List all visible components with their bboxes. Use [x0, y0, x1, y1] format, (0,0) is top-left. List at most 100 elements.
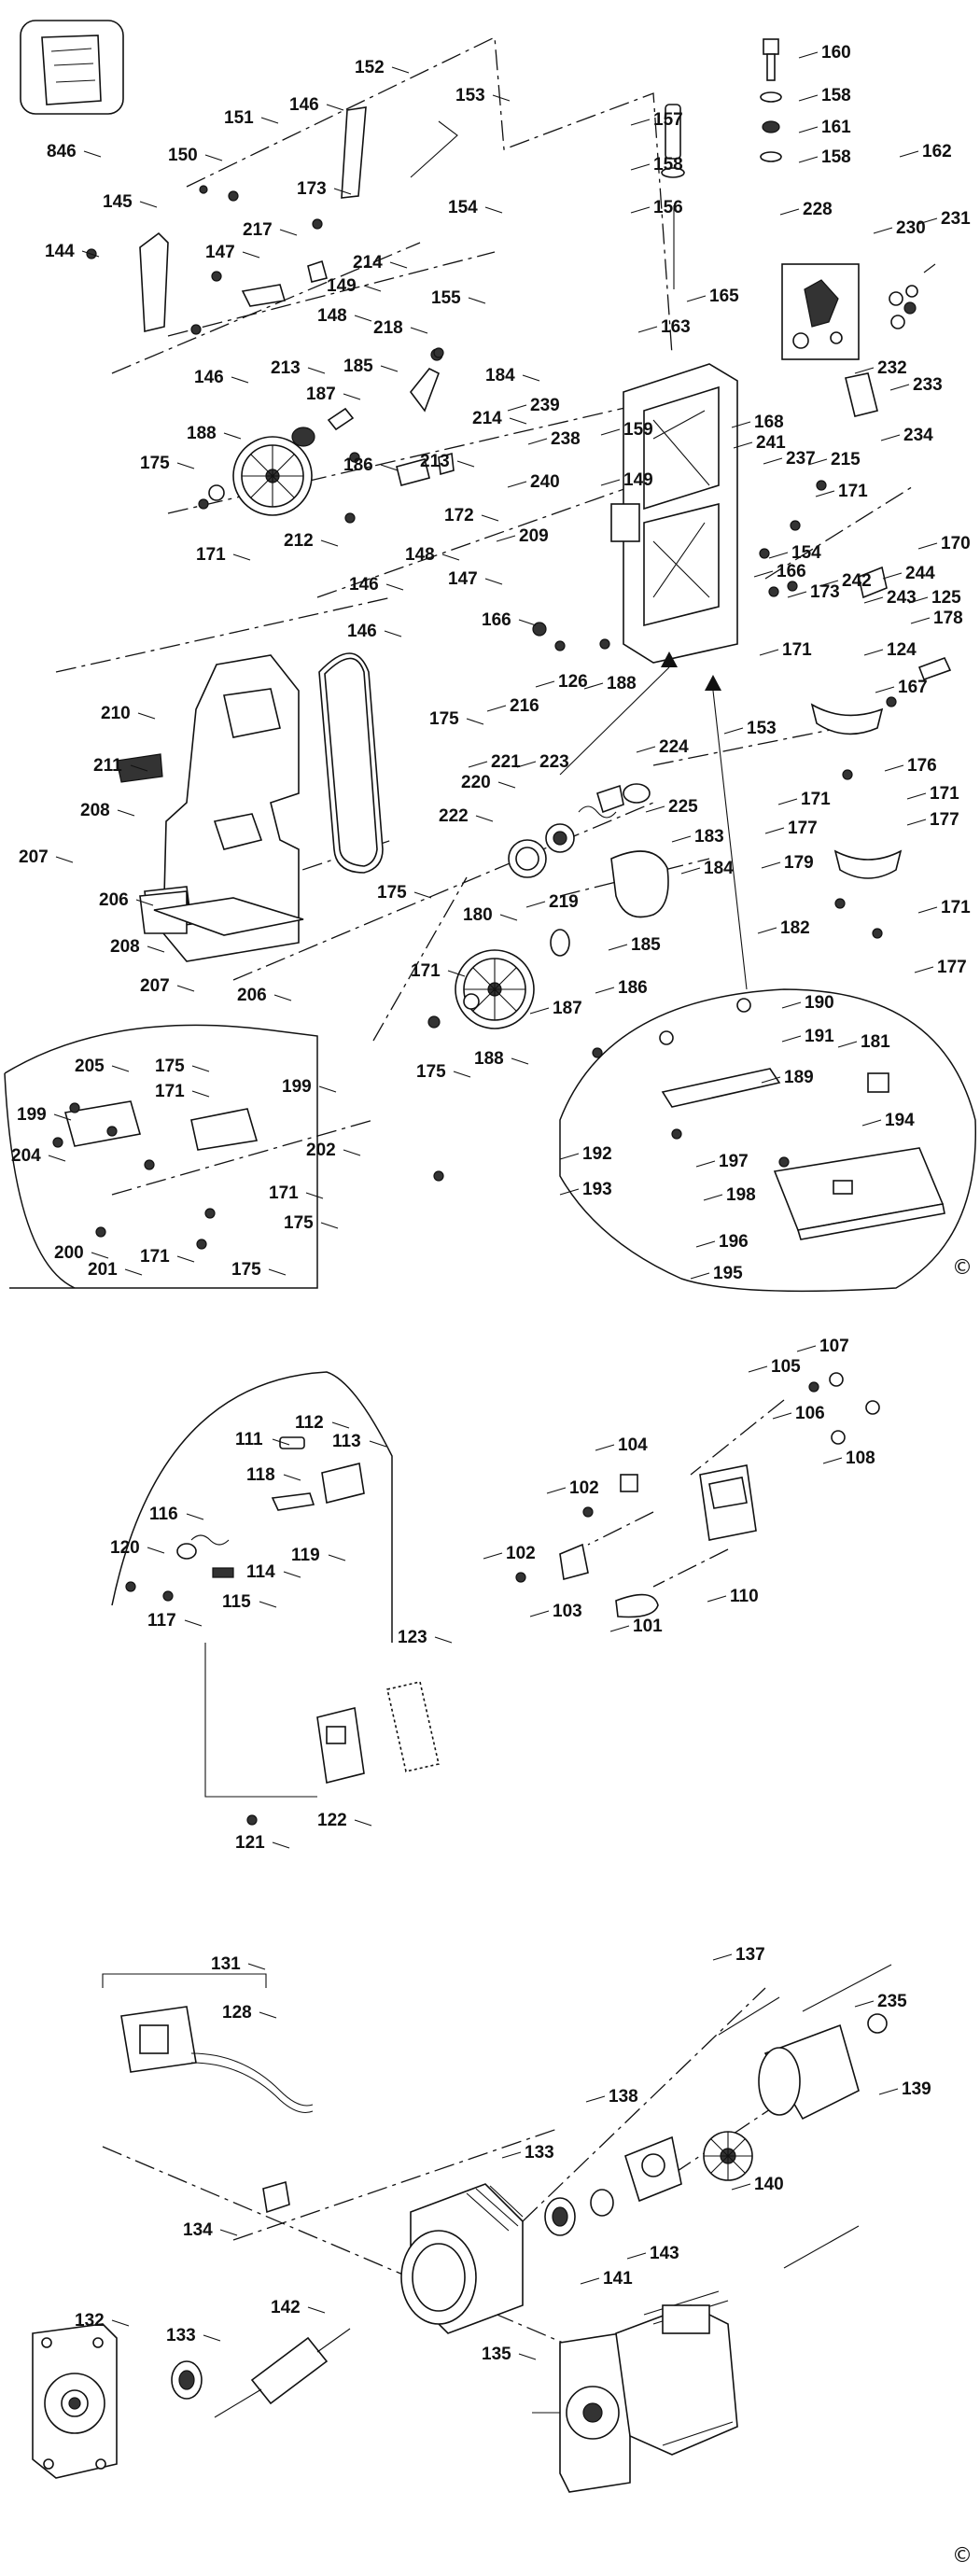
leader-section_1-123	[861, 1119, 882, 1127]
part-label-section_2-18: 103	[553, 1602, 582, 1621]
leader-section_1-110	[447, 970, 466, 977]
part-label-section_1-134: 175	[231, 1260, 261, 1280]
part-label-section_1-64: 242	[842, 571, 872, 591]
part-label-section_1-133: 171	[140, 1247, 170, 1267]
part-label-section_1-92: 222	[439, 806, 469, 826]
leader-section_1-18	[279, 229, 298, 236]
part-label-section_1-46: 186	[343, 455, 373, 475]
leader-section_1-81	[516, 761, 537, 768]
leader-section_1-120	[53, 1113, 72, 1121]
leader-section_1-73	[583, 682, 604, 690]
leader-section_1-26	[468, 297, 486, 304]
part-label-section_1-68: 173	[810, 582, 840, 602]
part-label-section_1-0: 846	[47, 142, 77, 161]
part-label-section_1-122: 202	[306, 1141, 336, 1160]
part-label-section_1-120: 199	[17, 1105, 47, 1125]
part-label-section_1-131: 200	[54, 1243, 84, 1263]
part-label-section_1-85: 225	[668, 797, 698, 817]
part-label-section_1-70: 178	[933, 609, 963, 628]
tie-rod-137-icon	[718, 1964, 892, 2269]
part-label-section_2-7: 104	[618, 1435, 648, 1455]
leader-section_1-31	[522, 374, 540, 382]
leader-section_1-124	[48, 1155, 66, 1162]
part-label-section_3-11: 142	[271, 2298, 301, 2317]
leader-section_1-39	[600, 428, 621, 436]
lower-wheel-180-icon	[455, 929, 570, 1029]
leader-section_1-0	[83, 150, 102, 158]
part-label-section_1-3: 160	[821, 43, 851, 63]
leader-section_1-115	[781, 1035, 802, 1043]
leader-section_1-5	[630, 119, 651, 126]
copyright-mark-2: ©	[952, 2544, 973, 2568]
part-label-section_1-4: 158	[821, 86, 851, 105]
leader-section_1-79	[636, 746, 656, 753]
leader-section_1-12	[204, 154, 223, 161]
leader-section_1-94	[55, 856, 74, 863]
leader-section_1-50	[807, 458, 828, 466]
leader-section_2-16	[483, 1552, 503, 1560]
leader-section_1-27	[231, 376, 249, 384]
part-label-section_1-25: 148	[317, 306, 347, 326]
part-label-section_1-81: 223	[539, 752, 569, 772]
leader-section_1-90	[764, 827, 785, 834]
part-label-section_1-101: 182	[780, 918, 810, 938]
leader-section_1-77	[875, 686, 895, 693]
leader-section_1-22	[242, 251, 260, 259]
part-label-section_1-11: 146	[289, 95, 319, 115]
part-label-section_1-17: 145	[103, 192, 133, 212]
bolt-160-icon	[760, 38, 782, 162]
leader-section_1-80	[723, 727, 744, 735]
part-label-section_1-45: 175	[140, 454, 170, 473]
leader-section_1-100	[499, 914, 518, 921]
leader-section_1-57	[232, 553, 251, 561]
leader-section_1-119	[191, 1090, 210, 1098]
part-label-section_3-4: 139	[902, 2079, 931, 2099]
part-label-section_1-95: 206	[99, 890, 129, 910]
part-label-section_1-34: 232	[877, 358, 907, 378]
part-label-section_1-51: 149	[623, 470, 653, 490]
fan-cover-139-icon	[758, 2013, 888, 2121]
leader-section_2-13	[147, 1547, 165, 1554]
leader-section_2-10	[186, 1513, 204, 1520]
part-label-section_3-12: 143	[650, 2244, 679, 2263]
part-label-section_1-40: 234	[903, 426, 933, 445]
leader-section_1-105	[595, 987, 615, 994]
part-label-section_1-83: 176	[907, 756, 937, 776]
leader-section_2-9	[546, 1487, 567, 1494]
rail-189-icon	[659, 998, 781, 1108]
detail-circle-switch	[111, 1371, 393, 1643]
leader-section_1-8	[798, 156, 819, 163]
part-label-section_1-79: 224	[659, 737, 689, 757]
leader-section_1-75	[486, 705, 507, 712]
leader-section_1-114	[837, 1041, 858, 1048]
leader-section_1-92	[475, 815, 494, 822]
leader-section_1-6	[798, 126, 819, 133]
capacitor-128-icon	[120, 2006, 314, 2114]
part-label-section_1-84: 211	[93, 756, 122, 776]
leader-section_2-1	[748, 1365, 768, 1373]
part-label-section_1-126: 192	[582, 1144, 612, 1164]
leader-section_1-7	[630, 163, 651, 171]
pin-157-icon	[661, 104, 685, 289]
part-label-section_1-58: 146	[349, 575, 379, 595]
part-label-section_1-35: 233	[913, 375, 943, 395]
part-label-section_1-125: 171	[269, 1183, 299, 1203]
leader-section_1-34	[854, 367, 875, 374]
leader-section_1-23	[389, 261, 408, 269]
part-label-section_1-97: 179	[784, 853, 814, 873]
part-label-section_2-11: 114	[246, 1562, 275, 1582]
leader-section_3-4	[878, 2088, 899, 2095]
leader-section_2-3	[822, 1457, 843, 1464]
leader-section_1-56	[768, 552, 789, 559]
part-label-section_1-98: 175	[377, 883, 407, 903]
plate-242-icon	[858, 566, 888, 599]
part-label-section_1-119: 171	[155, 1082, 185, 1101]
leader-section_3-6	[501, 2151, 522, 2159]
part-label-section_2-5: 112	[295, 1413, 324, 1433]
part-label-section_1-78: 210	[101, 704, 131, 723]
contact-set-icon	[125, 1534, 234, 1602]
leader-section_2-0	[796, 1345, 817, 1352]
part-label-section_3-2: 137	[735, 1945, 765, 1965]
leader-section_3-1	[259, 2011, 277, 2019]
part-label-section_1-8: 158	[821, 147, 851, 167]
